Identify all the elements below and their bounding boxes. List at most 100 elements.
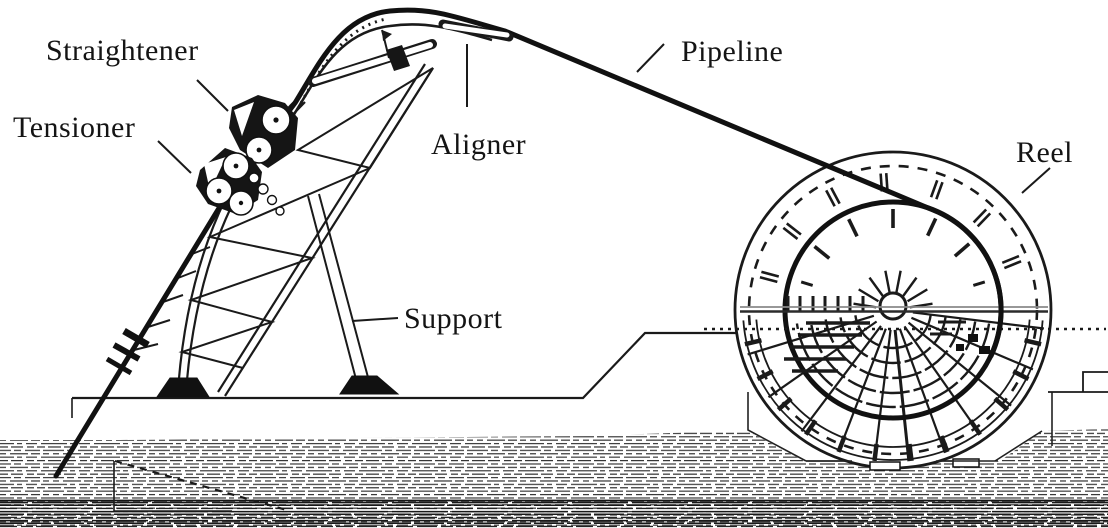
rim-band-inner — [755, 319, 1031, 448]
web-block — [956, 344, 964, 351]
support-leg — [307, 193, 400, 395]
seabed-slope-dashed-line — [114, 459, 291, 513]
reel-chock — [869, 461, 901, 471]
label-support: Support — [351, 302, 503, 335]
upper-tick — [1001, 254, 1020, 265]
hub-ray — [895, 270, 902, 294]
rim-band-divider — [744, 338, 762, 347]
top-walkway-and-chute — [308, 19, 514, 87]
web-arc — [795, 323, 991, 409]
hub-ray — [868, 276, 884, 297]
straightener-block — [229, 95, 298, 168]
rim-band-divider — [1012, 369, 1030, 382]
upper-tick — [976, 212, 992, 228]
exit-chute — [442, 23, 510, 38]
inner-tick — [926, 217, 938, 237]
labels: Straightener Tensioner Aligner Pipeline … — [13, 34, 1073, 335]
gooseneck-aligner — [291, 17, 493, 117]
fan-spoke — [898, 328, 947, 454]
rim-band-divider — [776, 396, 793, 412]
fan-spoke — [907, 321, 1012, 407]
tensioner-block — [196, 148, 285, 216]
fan-spoke — [910, 316, 1034, 371]
fan-spoke — [903, 325, 982, 436]
web-arc — [839, 317, 947, 365]
web-arc — [809, 321, 977, 395]
pipeline-path — [53, 7, 1004, 479]
upper-tick — [972, 208, 988, 224]
rim-band-divider — [907, 443, 914, 462]
hub-ray — [906, 288, 928, 303]
flag-bracket — [386, 45, 410, 71]
web-block — [979, 346, 990, 354]
fan-spoke — [837, 328, 887, 453]
fan-spoke — [800, 325, 882, 433]
straightener-label: Straightener — [46, 34, 199, 67]
label-reel: Reel — [1016, 136, 1073, 194]
flag — [382, 30, 392, 41]
support-label: Support — [404, 302, 503, 335]
aligner-roller-dots — [299, 17, 387, 104]
upper-tick — [825, 189, 836, 207]
truss-top-triangle — [295, 67, 434, 170]
fan-spoke — [893, 329, 911, 462]
straightener-leader-line — [196, 79, 229, 112]
rim-band-divider — [939, 435, 950, 453]
truss-ladder-rungs — [133, 246, 211, 351]
ramp-foot — [156, 377, 210, 398]
tensioner-leader-line — [157, 140, 192, 174]
support-leader-line — [351, 317, 399, 322]
walkway-plank — [312, 42, 433, 84]
inner-tick — [953, 242, 971, 258]
upper-tick — [884, 173, 889, 192]
rim-band-divider — [756, 369, 774, 382]
inner-tick-small — [800, 280, 814, 287]
aligner-label: Aligner — [431, 128, 526, 161]
hub-ray — [858, 288, 880, 303]
upper-tick — [1003, 260, 1022, 270]
reel-label: Reel — [1016, 136, 1073, 169]
pipeline-leader-line — [636, 43, 665, 73]
pipe-clamp — [105, 327, 150, 376]
reel-chock — [952, 458, 980, 468]
support-leg-foot — [339, 375, 400, 395]
upper-tick — [935, 181, 944, 200]
inner-tick — [813, 245, 831, 260]
label-aligner: Aligner — [431, 44, 526, 161]
upper-tick — [785, 222, 802, 236]
seabed-reference-lines — [113, 461, 232, 512]
upper-tick — [929, 179, 939, 198]
reel-dashed-rim — [747, 164, 1039, 456]
rim-band-divider — [803, 419, 818, 436]
inner-tick — [847, 218, 859, 238]
reel-hub — [878, 291, 908, 321]
inner-tick-small — [972, 280, 986, 287]
ground-hatch — [0, 392, 1108, 528]
rim-band-outer — [742, 320, 1044, 461]
tensioner-label: Tensioner — [13, 111, 135, 144]
rim-band-divider — [1024, 338, 1042, 347]
aligner-track-curve — [291, 23, 493, 117]
hub-ray — [902, 276, 918, 297]
reel-leader-line — [1021, 167, 1051, 194]
label-pipeline: Pipeline — [636, 35, 783, 73]
fan-spoke — [873, 329, 892, 462]
hub-ray — [884, 270, 891, 294]
upper-tick — [830, 187, 841, 205]
rim-band-divider — [993, 396, 1010, 412]
truss-bracing — [178, 167, 371, 369]
upper-tick — [759, 275, 778, 284]
reel-drawing — [733, 150, 1053, 471]
pipe-roller-chain — [248, 172, 285, 216]
label-tensioner: Tensioner — [13, 111, 192, 174]
upper-tick — [782, 226, 799, 240]
label-straightener: Straightener — [46, 34, 229, 112]
web-block — [968, 334, 978, 342]
web-arc — [854, 315, 932, 350]
upper-tick — [761, 270, 780, 278]
pipeline-label: Pipeline — [681, 35, 783, 68]
fan-spoke — [912, 311, 1045, 330]
truss-right-chord-inner — [217, 63, 426, 393]
